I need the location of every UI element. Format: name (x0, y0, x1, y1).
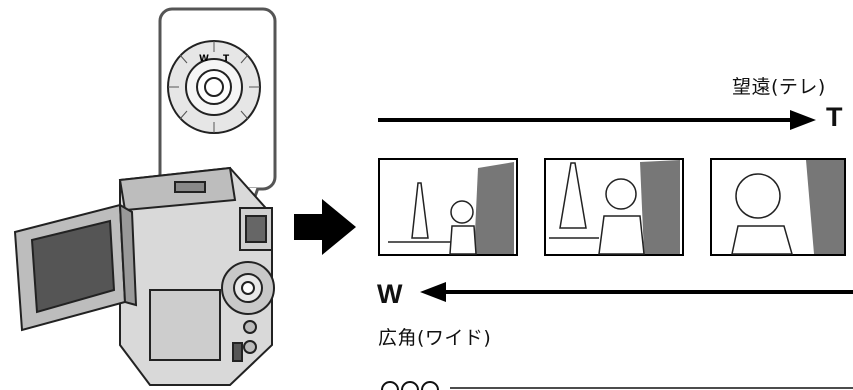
wide-label: 広角(ワイド) (378, 327, 492, 349)
zoom-frame-tele (710, 158, 846, 256)
tele-label: 望遠(テレ) (732, 76, 826, 98)
tele-arrow (378, 110, 816, 130)
zoom-frame-wide (378, 158, 518, 256)
dial-mark-t: T (223, 54, 230, 64)
tele-end-letter: T (826, 102, 843, 132)
camcorder-body (118, 166, 275, 386)
bottom-edge-graphic (381, 381, 853, 390)
camcorder-illustration: W T (13, 7, 277, 386)
wide-arrow (420, 282, 853, 302)
wide-end-letter: W (377, 279, 403, 309)
lcd-screen (13, 203, 138, 332)
dial-mark-w: W (199, 54, 209, 64)
zoom-frame-medium (544, 158, 684, 256)
right-arrow-icon (294, 199, 356, 255)
zoom-dial-icon: W T (167, 40, 261, 134)
